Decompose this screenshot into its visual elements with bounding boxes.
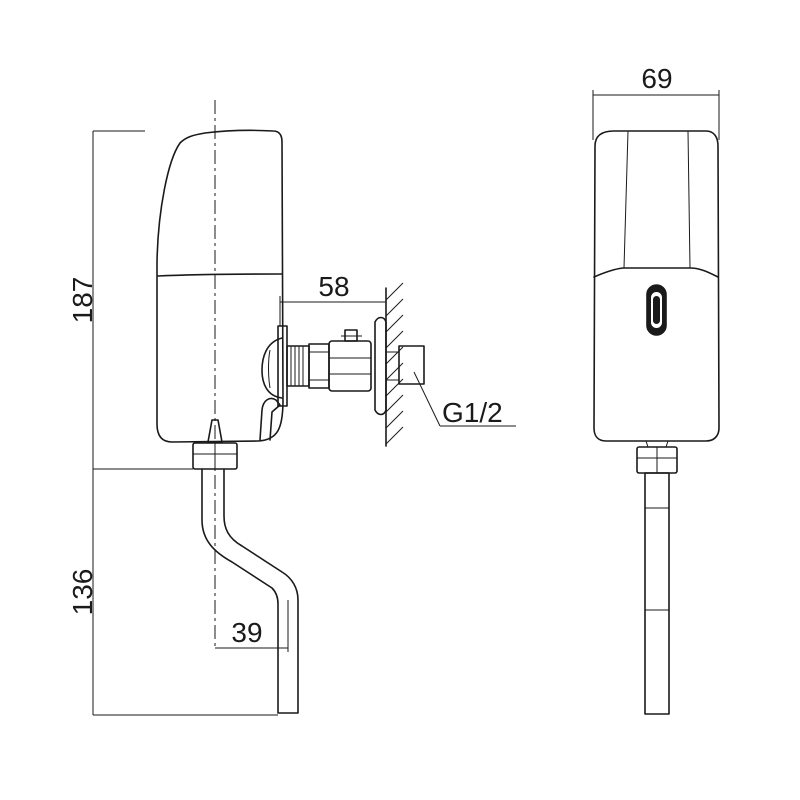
front-bottom-bump <box>645 440 669 448</box>
front-housing <box>593 130 720 442</box>
label-height-upper: 187 <box>67 277 98 324</box>
dim-58 <box>279 296 386 326</box>
side-valve <box>328 329 372 392</box>
side-spout-nut <box>192 419 238 470</box>
label-depth: 58 <box>318 271 349 302</box>
front-facet-left <box>623 130 629 269</box>
front-cover-seam <box>593 267 719 278</box>
side-cover-seam <box>157 273 283 277</box>
label-thread: G1/2 <box>442 397 503 428</box>
side-dome <box>261 337 283 399</box>
side-nut <box>308 343 330 389</box>
front-view: 69 <box>592 63 720 715</box>
dim-69 <box>592 90 720 140</box>
side-inlet-stub <box>398 345 425 385</box>
sensor-window-core <box>653 296 660 324</box>
dim-136 <box>92 469 278 716</box>
front-outlet-pipe <box>644 472 670 715</box>
side-housing <box>156 129 284 443</box>
thread-leader <box>413 371 516 427</box>
wall-hatching <box>385 282 404 445</box>
dim-187 <box>92 130 193 470</box>
side-outlet-pipe <box>201 468 299 714</box>
side-view: 187 136 39 58 G1/2 <box>67 100 516 716</box>
side-dome-inner <box>268 349 271 389</box>
side-thread <box>286 345 310 387</box>
label-width: 69 <box>641 63 672 94</box>
label-height-lower: 136 <box>67 569 98 616</box>
side-wall-flange <box>374 316 387 416</box>
label-offset: 39 <box>231 617 262 648</box>
front-nut <box>636 446 678 474</box>
front-facet-right <box>687 130 691 269</box>
side-clip <box>259 397 281 441</box>
dim-39 <box>215 600 289 652</box>
